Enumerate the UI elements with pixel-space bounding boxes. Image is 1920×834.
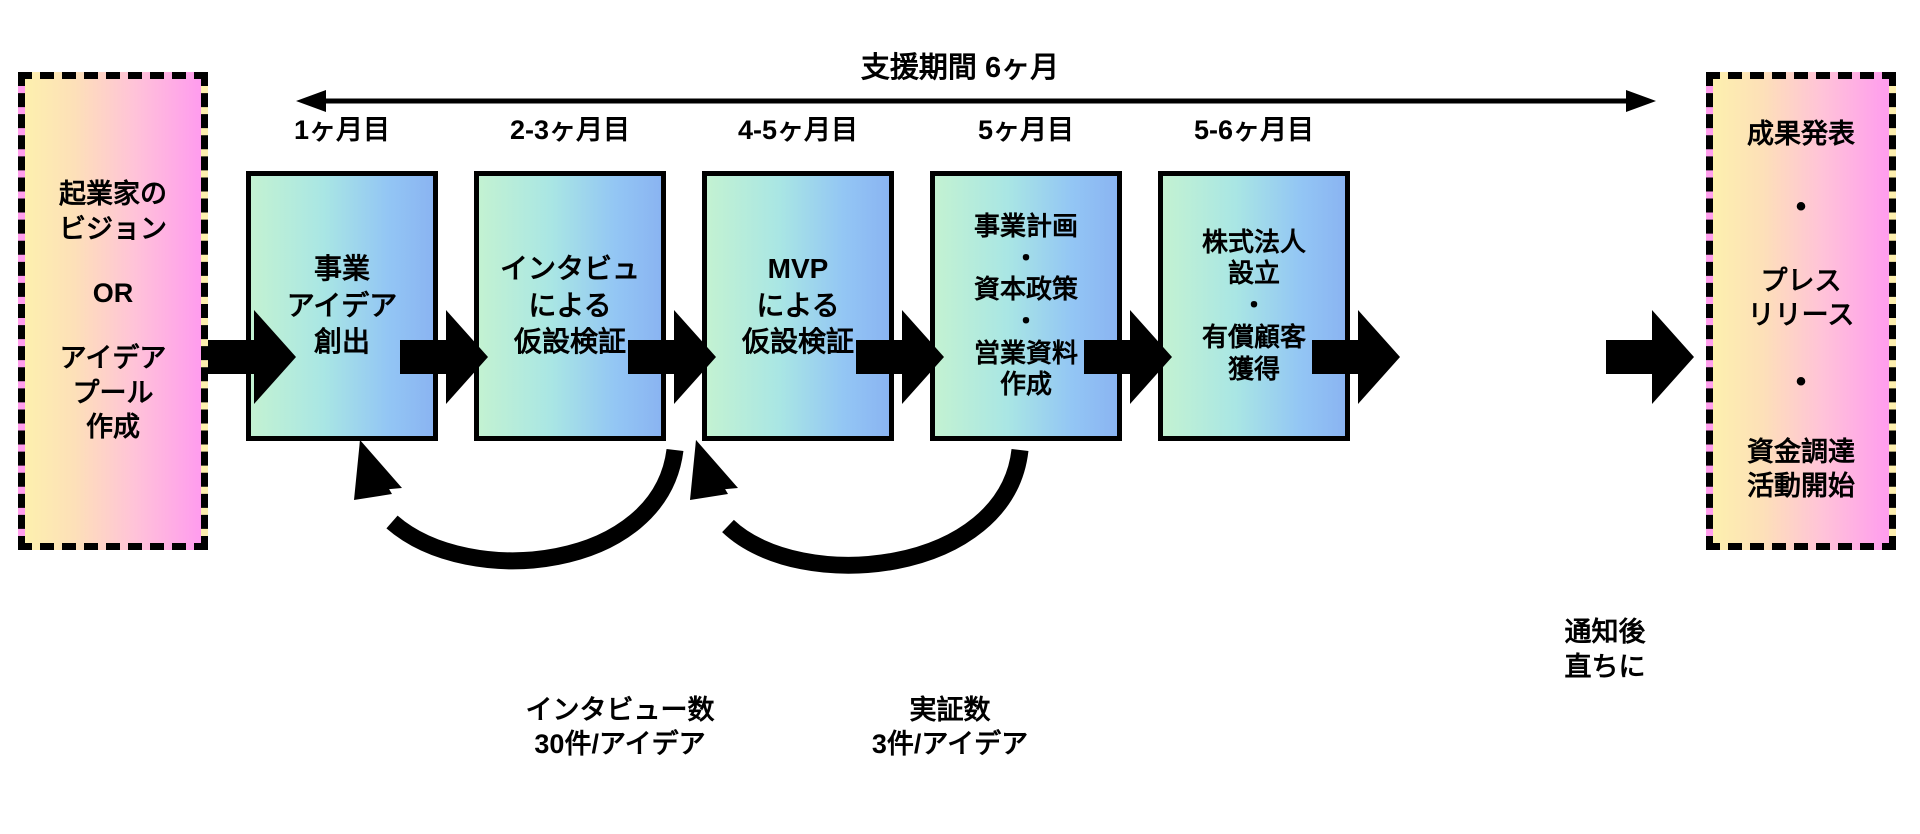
outcome-panel-line-3: 資金調達 活動開始 (1747, 436, 1855, 502)
phase-column-4[interactable]: 5ヶ月目 事業計画 ・ 資本政策 ・ 営業資料 作成 (930, 117, 1122, 441)
phase-month-label: 1ヶ月目 (293, 115, 391, 145)
phase-month-label: 5ヶ月目 (977, 115, 1075, 145)
feedback-loop-arrows (354, 440, 1029, 574)
double-headed-arrow-icon (296, 90, 1656, 112)
notice-text: 通知後 直ちに (1564, 617, 1646, 683)
input-panel-line-2: OR (92, 278, 134, 309)
phase-box-text: 事業計画 ・ 資本政策 ・ 営業資料 作成 (973, 210, 1078, 400)
right-arrow-icon (1606, 310, 1694, 404)
right-arrow-icon (400, 310, 488, 404)
right-arrow-icon (628, 310, 716, 404)
outcome-panel: 成果発表 • プレス リリース • 資金調達 活動開始 (1706, 72, 1896, 550)
phase-box-text: 株式法人 設立 ・ 有償顧客 獲得 (1201, 226, 1306, 384)
phase-month-label: 5-6ヶ月目 (1193, 115, 1315, 145)
phase-box-text: インタビュ による 仮設検証 (499, 253, 640, 358)
right-arrow-icon (856, 310, 944, 404)
right-arrow-icon (1312, 310, 1400, 404)
right-arrow-icon (1084, 310, 1172, 404)
bullet-dot-icon-2: • (1795, 364, 1807, 398)
phase-box[interactable]: インタビュ による 仮設検証 (474, 171, 666, 441)
phase-column-5[interactable]: 5-6ヶ月目 株式法人 設立 ・ 有償顧客 獲得 (1158, 117, 1350, 441)
phase-box-text: 事業 アイデア 創出 (286, 253, 398, 358)
phase-box[interactable]: 事業計画 ・ 資本政策 ・ 営業資料 作成 (930, 171, 1122, 441)
phase-box[interactable]: 事業 アイデア 創出 (246, 171, 438, 441)
feedback-label-interviews: インタビュー数 30件/アイデア (525, 695, 715, 759)
input-panel-line-1: 起業家の ビジョン (59, 179, 167, 244)
phase-column-1[interactable]: 1ヶ月目 事業 アイデア 創出 (246, 117, 438, 441)
phase-column-3[interactable]: 4-5ヶ月目 MVP による 仮設検証 (702, 117, 894, 441)
phase-box[interactable]: MVP による 仮設検証 (702, 171, 894, 441)
outcome-panel-line-1: 成果発表 (1747, 119, 1855, 149)
feedback-arrow-validations (690, 440, 1029, 574)
support-period-label: 支援期間 6ヶ月 (860, 52, 1060, 84)
bullet-dot-icon-1: • (1795, 189, 1807, 223)
input-panel-line-3: アイデア プール 作成 (59, 343, 167, 443)
feedback-arrow-interviews (354, 440, 684, 570)
phase-month-label: 2-3ヶ月目 (509, 115, 631, 145)
phase-box[interactable]: 株式法人 設立 ・ 有償顧客 獲得 (1158, 171, 1350, 441)
feedback-label-validations: 実証数 3件/アイデア (871, 695, 1029, 759)
outcome-panel-line-2: プレス リリース (1747, 265, 1855, 331)
right-arrow-icon (208, 310, 296, 404)
phase-month-label: 4-5ヶ月目 (737, 115, 859, 145)
phase-box-text: MVP による 仮設検証 (741, 253, 854, 358)
phase-column-2[interactable]: 2-3ヶ月目 インタビュ による 仮設検証 (474, 117, 666, 441)
entrepreneur-input-panel: 起業家の ビジョン OR アイデア プール 作成 (18, 72, 208, 550)
